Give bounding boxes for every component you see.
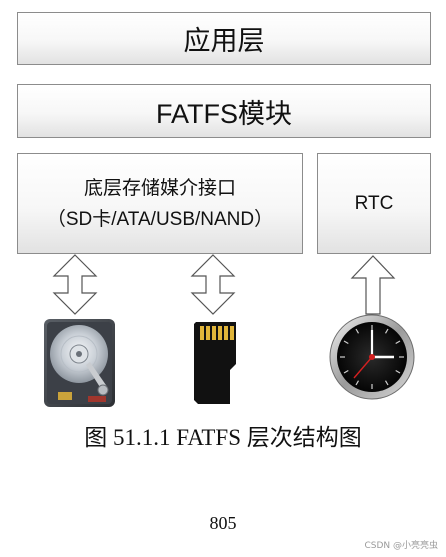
rtc-box: RTC [317,153,431,254]
watermark: CSDN @小亮亮虫 [364,541,438,551]
storage-interface-label: 底层存储媒介接口 [83,177,236,199]
app-layer-label: 应用层 [183,26,265,56]
figure-caption: 图 51.1.1 FATFS 层次结构图 [84,425,362,450]
fatfs-module-box: FATFS模块 [17,84,431,138]
hard-disk-icon [44,319,115,407]
app-layer-box: 应用层 [17,12,431,65]
storage-interface-sublabel: （SD卡/ATA/USB/NAND） [46,208,274,230]
page-number: 805 [209,513,237,533]
sd-card-icon [194,322,236,404]
up-arrow [350,255,396,315]
rtc-label: RTC [354,192,394,214]
clock-icon [329,314,415,400]
double-arrow-1 [52,254,98,315]
fatfs-module-label: FATFS模块 [155,98,292,129]
double-arrow-2 [190,254,236,315]
storage-interface-box: 底层存储媒介接口 （SD卡/ATA/USB/NAND） [17,153,303,254]
